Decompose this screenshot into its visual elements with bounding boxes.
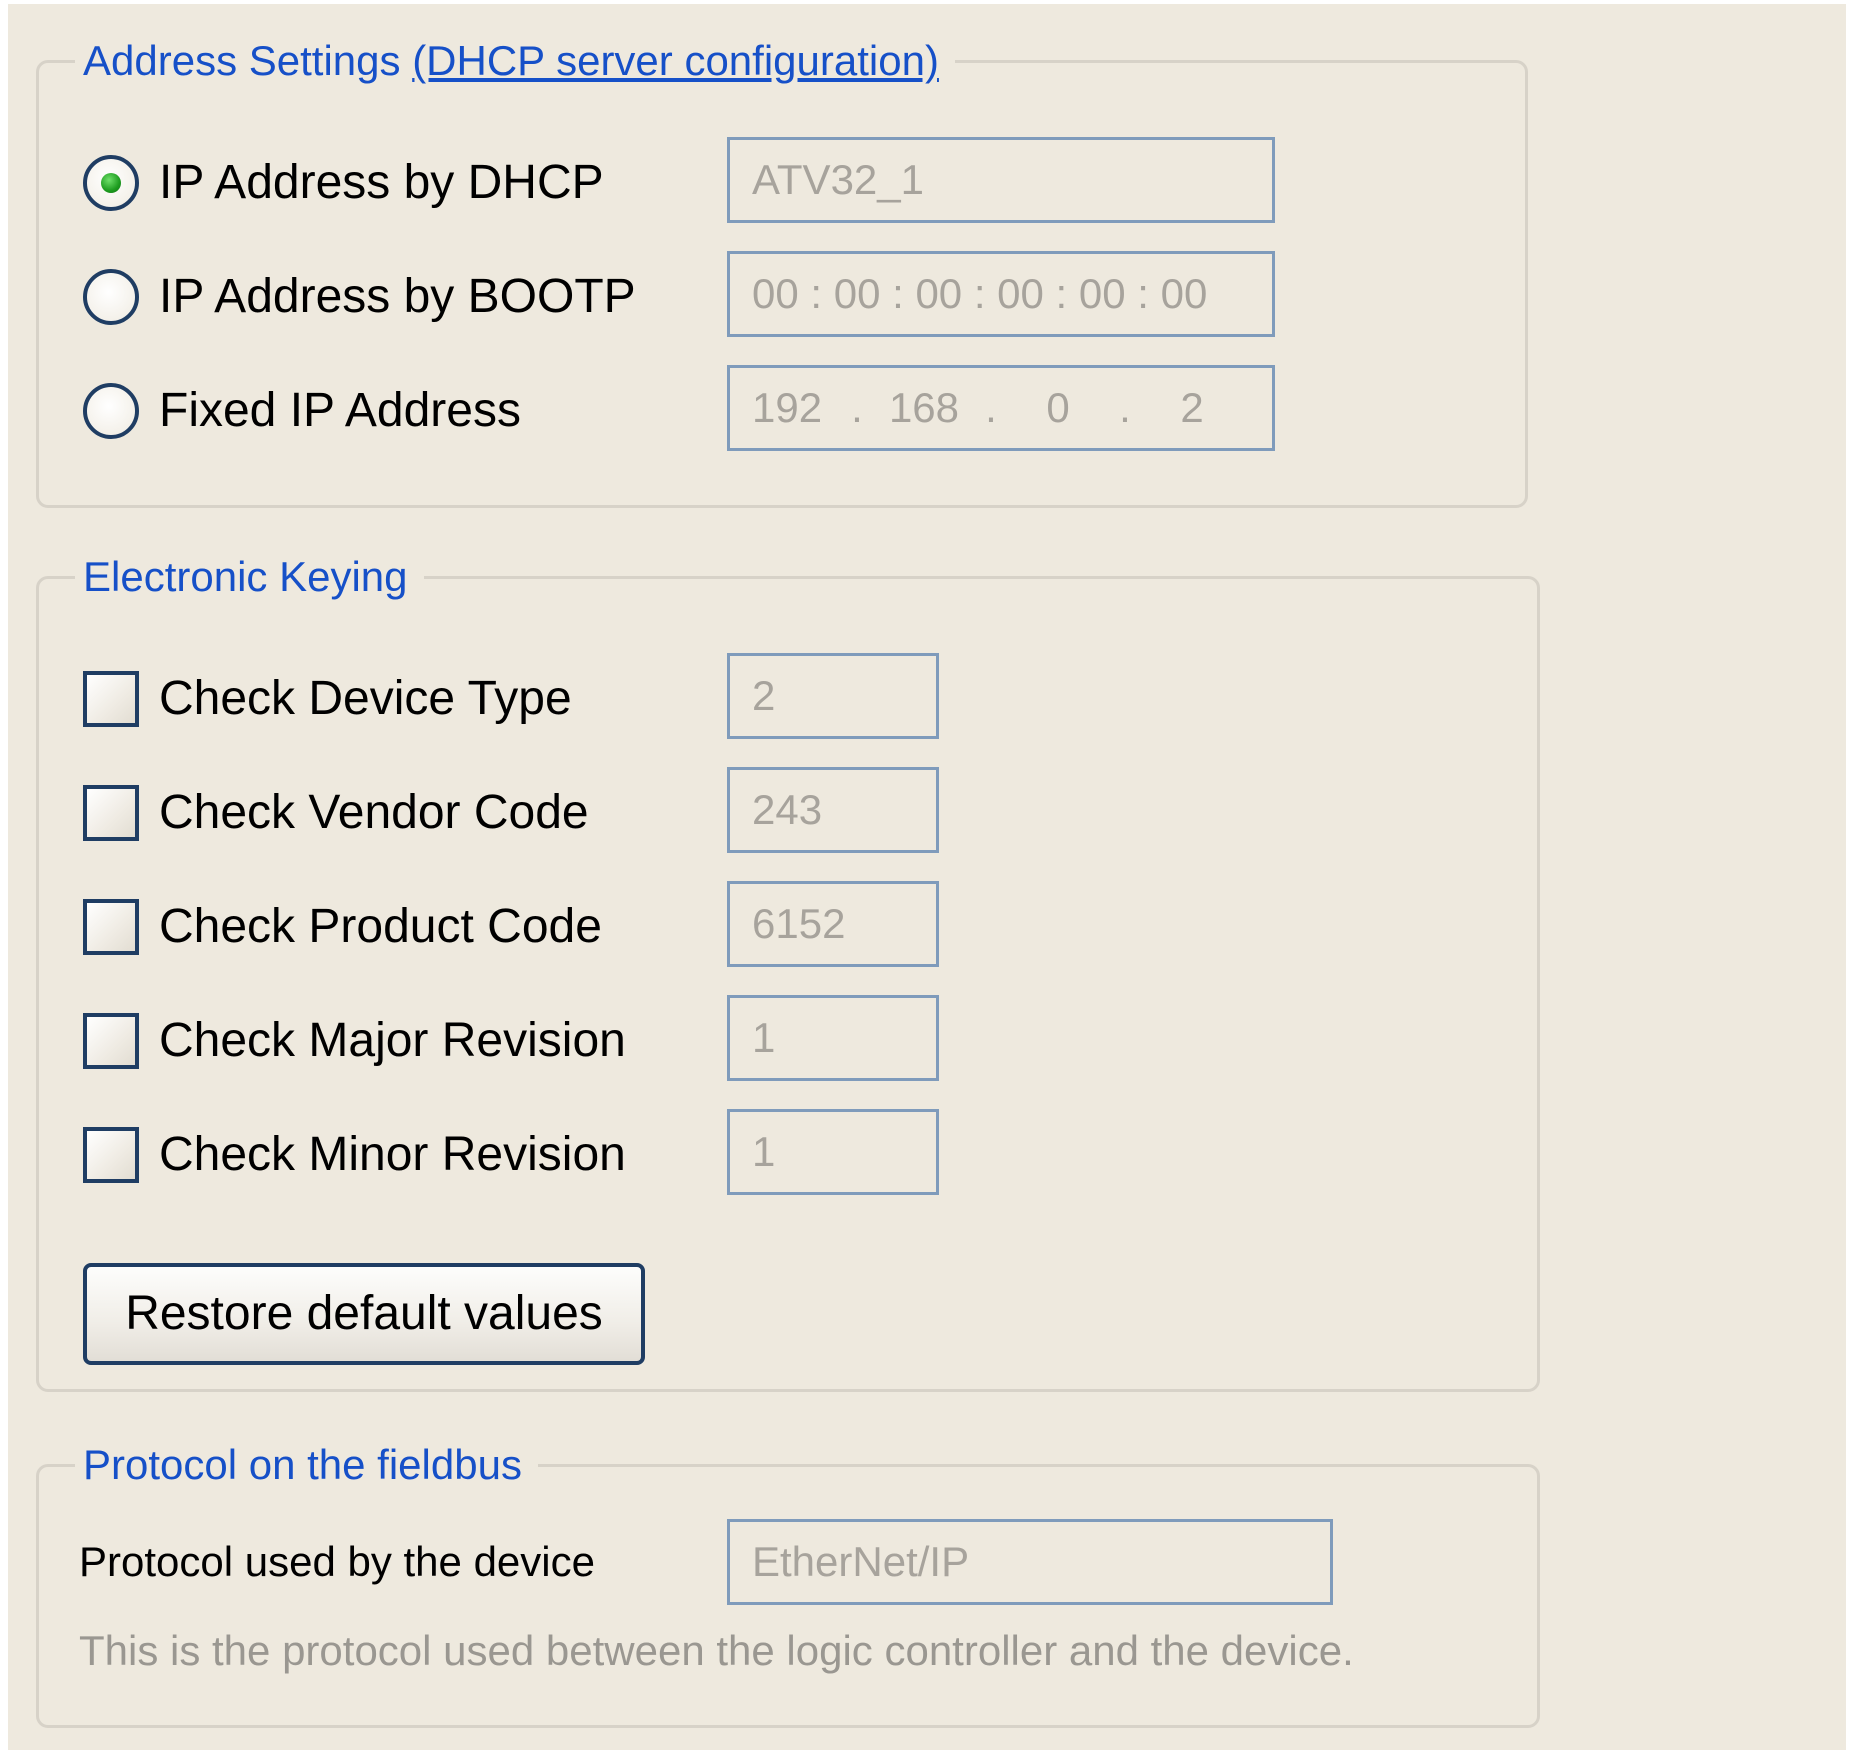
radio-fixed-ip[interactable] [83, 383, 139, 439]
keying-item-device-type[interactable]: Check Device Type [83, 655, 723, 743]
settings-panel: Address Settings (DHCP server configurat… [8, 4, 1846, 1750]
checkbox-minor-revision[interactable] [83, 1127, 139, 1183]
keying-item-label: Check Product Code [159, 900, 602, 953]
option-bootp[interactable]: IP Address by BOOTP [83, 253, 1483, 341]
ip-octet-3[interactable]: 0 [1046, 384, 1070, 431]
checkbox-vendor-code[interactable] [83, 785, 139, 841]
minor-revision-field[interactable]: 1 [727, 1109, 939, 1195]
protocol-label: Protocol used by the device [79, 1538, 595, 1585]
keying-item-label: Check Major Revision [159, 1014, 626, 1067]
address-settings-title: Address Settings [83, 37, 401, 84]
ip-separator: . [851, 384, 863, 431]
radio-dhcp[interactable] [83, 155, 139, 211]
keying-item-major-revision[interactable]: Check Major Revision [83, 997, 723, 1085]
fixed-ip-address-field[interactable]: 192. 168. 0. 2 [727, 365, 1275, 451]
option-bootp-label: IP Address by BOOTP [159, 270, 636, 323]
device-type-field[interactable]: 2 [727, 653, 939, 739]
protocol-group: Protocol on the fieldbus Protocol used b… [36, 1433, 1540, 1728]
checkbox-device-type[interactable] [83, 671, 139, 727]
electronic-keying-legend: Electronic Keying [75, 545, 424, 609]
ip-octet-4[interactable]: 2 [1180, 384, 1204, 431]
keying-item-vendor-code[interactable]: Check Vendor Code [83, 769, 723, 857]
protocol-note: This is the protocol used between the lo… [79, 1627, 1354, 1674]
address-settings-legend: Address Settings (DHCP server configurat… [75, 29, 955, 93]
major-revision-field[interactable]: 1 [727, 995, 939, 1081]
ip-separator: . [985, 384, 997, 431]
protocol-legend: Protocol on the fieldbus [75, 1433, 538, 1497]
ip-octet-1[interactable]: 192 [752, 384, 823, 431]
protocol-field[interactable]: EtherNet/IP [727, 1519, 1333, 1605]
dhcp-device-name-field[interactable]: ATV32_1 [727, 137, 1275, 223]
checkbox-major-revision[interactable] [83, 1013, 139, 1069]
radio-selected-dot-icon [101, 173, 121, 193]
ip-octet-2[interactable]: 168 [888, 384, 960, 431]
product-code-field[interactable]: 6152 [727, 881, 939, 967]
restore-default-values-button[interactable]: Restore default values [83, 1263, 645, 1365]
dhcp-server-configuration-link[interactable]: (DHCP server configuration) [412, 37, 939, 84]
electronic-keying-group: Electronic Keying Check Device Type Chec… [36, 545, 1540, 1392]
option-dhcp-label: IP Address by DHCP [159, 156, 604, 209]
option-fixed-ip[interactable]: Fixed IP Address [83, 367, 1483, 455]
option-fixed-ip-label: Fixed IP Address [159, 384, 521, 437]
keying-item-label: Check Minor Revision [159, 1128, 626, 1181]
address-settings-group: Address Settings (DHCP server configurat… [36, 29, 1528, 508]
keying-item-label: Check Vendor Code [159, 786, 589, 839]
vendor-code-field[interactable]: 243 [727, 767, 939, 853]
bootp-mac-address-field[interactable]: 00 : 00 : 00 : 00 : 00 : 00 [727, 251, 1275, 337]
keying-item-label: Check Device Type [159, 672, 572, 725]
option-dhcp[interactable]: IP Address by DHCP [83, 139, 1483, 227]
keying-item-minor-revision[interactable]: Check Minor Revision [83, 1111, 723, 1199]
radio-bootp[interactable] [83, 269, 139, 325]
ip-separator: . [1119, 384, 1131, 431]
keying-item-product-code[interactable]: Check Product Code [83, 883, 723, 971]
checkbox-product-code[interactable] [83, 899, 139, 955]
